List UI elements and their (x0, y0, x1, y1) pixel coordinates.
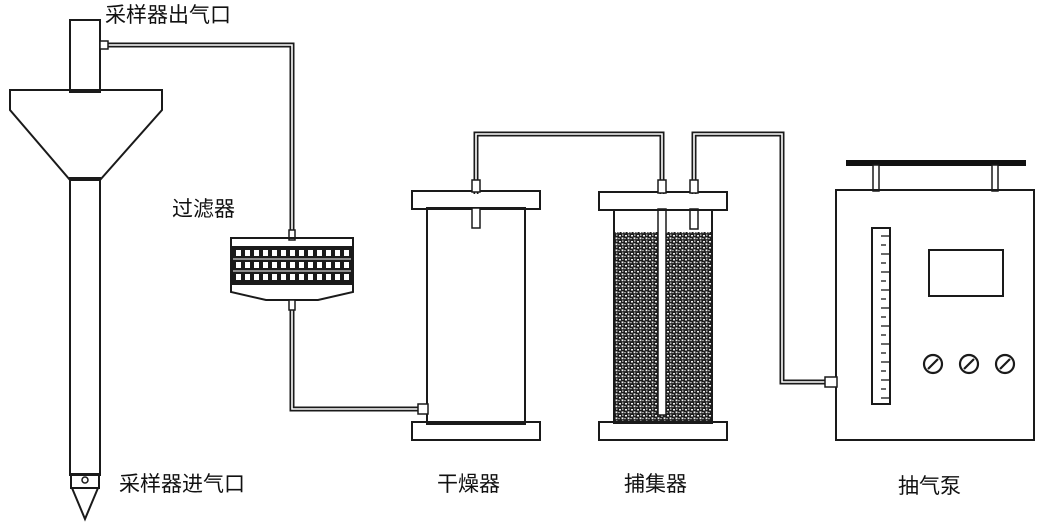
label-dryer: 干燥器 (437, 472, 500, 496)
probe-funnel (9, 89, 163, 181)
pump-body (835, 189, 1035, 441)
label-filter: 过滤器 (172, 197, 235, 221)
dryer-column (411, 179, 541, 441)
pump-knob (922, 353, 944, 375)
tubing (100, 42, 826, 412)
pump-knob (994, 353, 1016, 375)
pump-display (928, 249, 1004, 297)
label-collector: 捕集器 (624, 472, 687, 496)
collector-top-cap (598, 191, 728, 211)
flowmeter-scale (871, 227, 891, 405)
probe-lower-stem (69, 177, 101, 476)
label-sampler-inlet: 采样器进气口 (119, 472, 245, 496)
probe-upper-stem (69, 19, 101, 93)
label-pump: 抽气泵 (898, 474, 961, 498)
sampler-probe (9, 19, 163, 522)
pump-unit (824, 160, 1035, 441)
label-sampler-outlet: 采样器出气口 (105, 3, 231, 27)
collector-column (598, 179, 728, 441)
dryer-bottom-cap (411, 421, 541, 441)
inlet-hole (81, 476, 89, 484)
pump-handle-bar (846, 160, 1026, 166)
filter-unit (230, 229, 354, 311)
pump-knob (958, 353, 980, 375)
inlet-tip (70, 487, 100, 522)
collector-bottom-cap (598, 421, 728, 441)
outlet-nozzle (99, 40, 109, 50)
